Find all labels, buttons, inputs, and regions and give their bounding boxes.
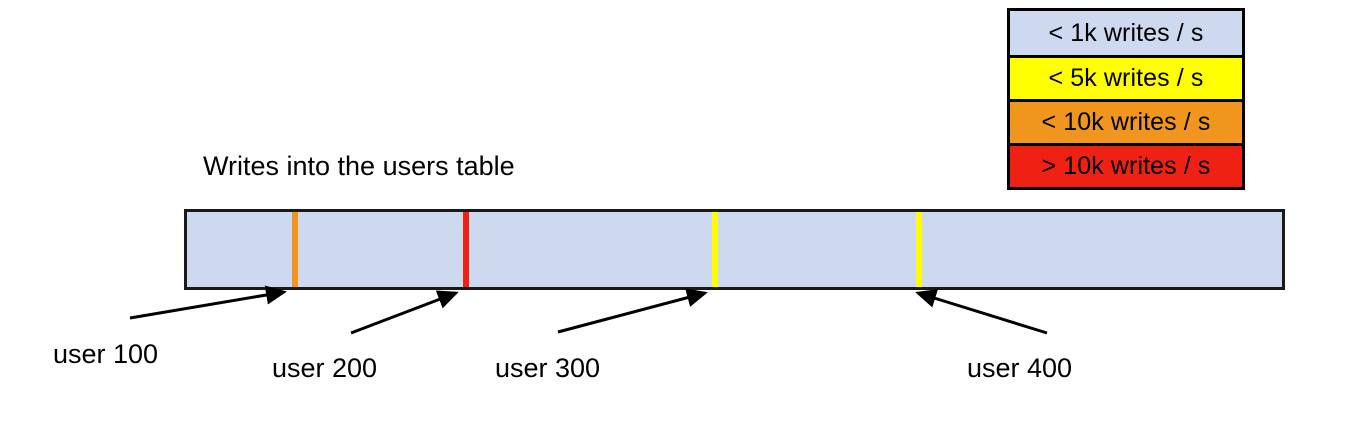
legend-item-label: < 5k writes / s <box>1048 64 1204 92</box>
legend-item-lt-10k: < 10k writes / s <box>1010 99 1242 143</box>
legend-item-label: > 10k writes / s <box>1041 152 1211 180</box>
callout-arrow-user-100 <box>129 285 287 320</box>
callout-arrow-user-200 <box>350 290 459 335</box>
legend-item-gt-10k: > 10k writes / s <box>1010 143 1242 187</box>
legend-item-label: < 1k writes / s <box>1048 18 1204 47</box>
callout-arrow-user-400 <box>915 289 1048 335</box>
legend-item-lt-5k: < 5k writes / s <box>1010 55 1242 99</box>
stripe-user-200 <box>463 212 469 287</box>
callout-label-user-300: user 300 <box>495 353 601 383</box>
write-rate-legend: < 1k writes / s < 5k writes / s < 10k wr… <box>1007 8 1245 190</box>
callout-label-user-200: user 200 <box>272 353 378 383</box>
callout-label-user-400: user 400 <box>967 353 1073 383</box>
callout-label-user-100: user 100 <box>53 339 159 369</box>
stripe-user-400 <box>916 212 922 287</box>
users-table-bar <box>184 209 1285 290</box>
legend-item-lt-1k: < 1k writes / s <box>1010 11 1242 55</box>
stripe-user-100 <box>292 212 298 287</box>
chart-title: Writes into the users table <box>203 151 515 181</box>
stripe-user-300 <box>712 212 718 287</box>
legend-item-label: < 10k writes / s <box>1041 108 1211 136</box>
callout-arrow-user-300 <box>557 288 708 334</box>
